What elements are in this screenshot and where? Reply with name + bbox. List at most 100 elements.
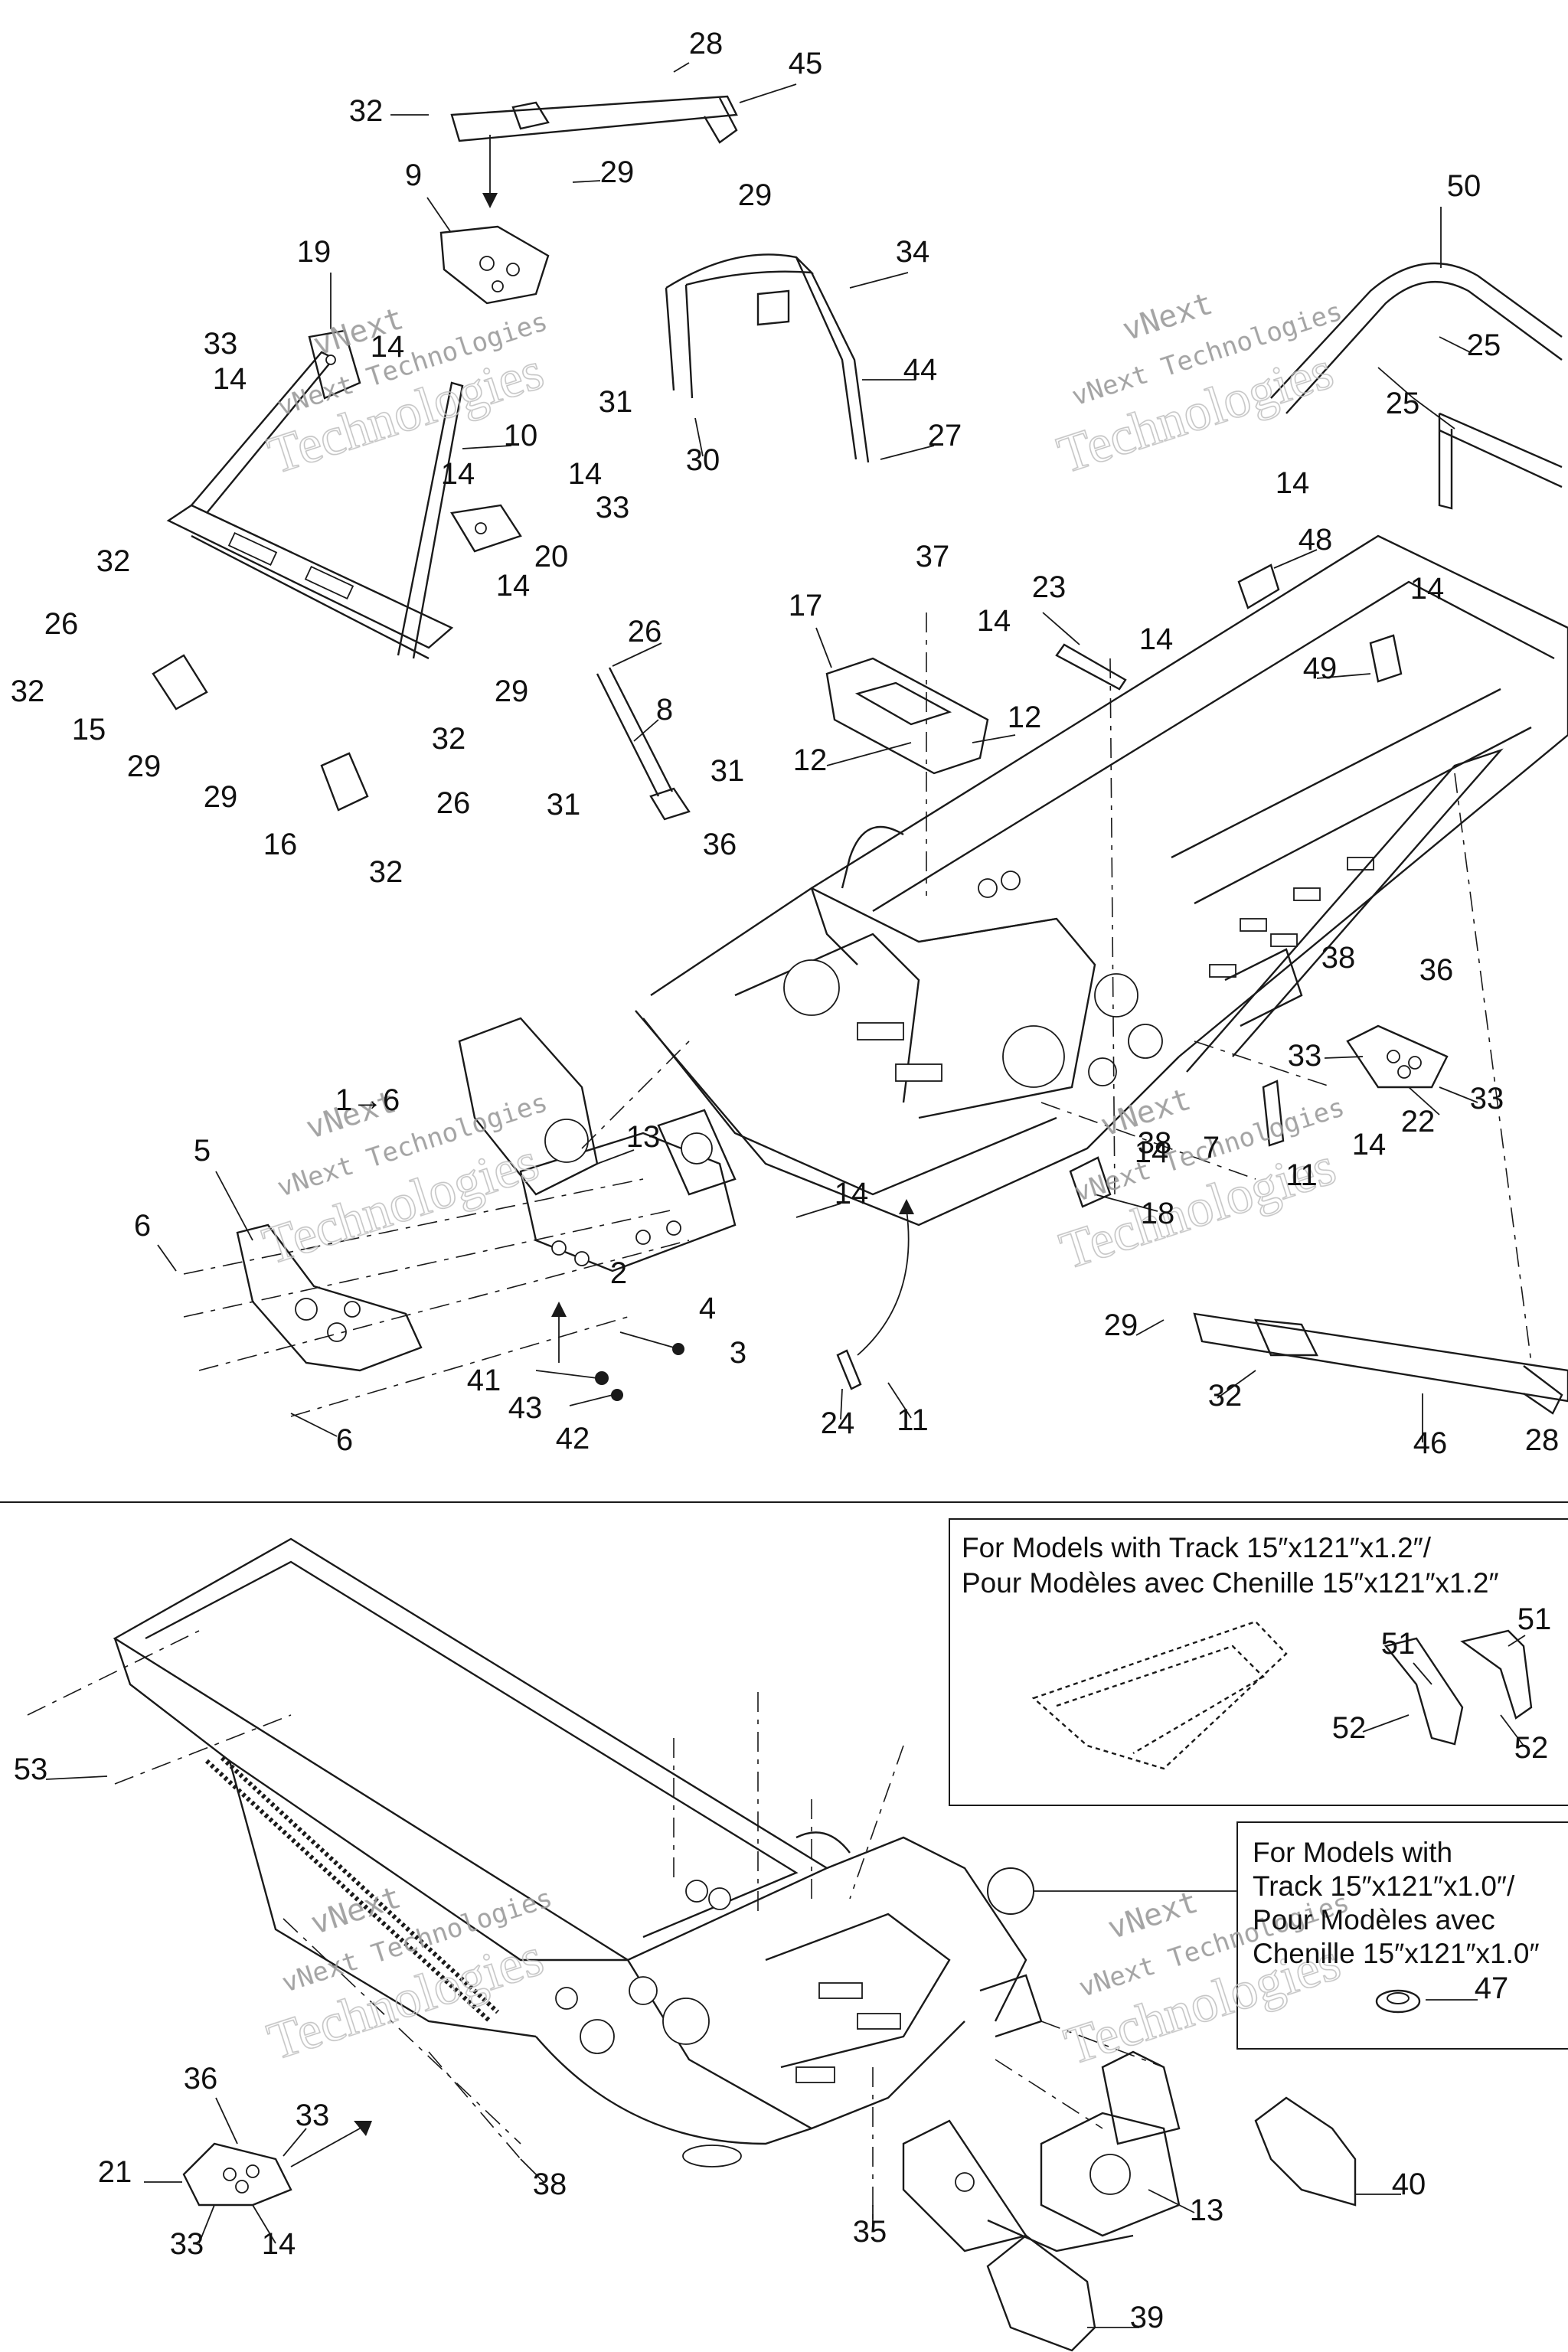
callout-label-c29a: 29 <box>600 155 635 189</box>
part-23-clip <box>1055 643 1127 691</box>
callout-label-c46: 46 <box>1413 1426 1448 1460</box>
callout-label-c31a: 31 <box>599 385 633 419</box>
watermark-brand: vNext <box>1103 1884 1202 1946</box>
upper-view <box>152 62 1568 1442</box>
callout-label-c51b: 51 <box>1381 1627 1416 1661</box>
callout-label-c32d: 32 <box>432 722 466 756</box>
track-rail-lower <box>204 1756 500 2024</box>
part-5-side-plate <box>236 1223 423 1372</box>
note-track-10-line3: Pour Modèles avec <box>1253 1904 1495 1936</box>
note-texts: For Models with Track 15″x121″x1.2″/ Pou… <box>962 1532 1540 1969</box>
callout-label-c6a: 6 <box>134 1209 151 1243</box>
callout-label-c15: 15 <box>72 713 106 746</box>
callout-label-c23: 23 <box>1032 570 1067 604</box>
callout-label-c40: 40 <box>1392 2167 1426 2201</box>
part-48-bracket <box>1237 564 1280 609</box>
callout-label-c12a: 12 <box>1008 701 1042 734</box>
callout-label-c9: 9 <box>405 158 422 192</box>
callout-label-c14g: 14 <box>1410 572 1445 606</box>
callout-label-c33d: 33 <box>1470 1082 1504 1116</box>
part-19-bracket <box>308 329 361 400</box>
callout-label-c45: 45 <box>789 47 823 80</box>
callout-label-c33e: 33 <box>296 2099 330 2132</box>
note-box-track-12 <box>949 1518 1568 1806</box>
callout-label-c4: 4 <box>699 1292 716 1325</box>
callout-label-c1to6: 1→6 <box>335 1083 400 1117</box>
callout-label-c25a: 25 <box>1467 328 1501 362</box>
lower-view <box>27 1518 1568 2352</box>
callout-label-c14a: 14 <box>371 330 405 364</box>
callout-label-c13a: 13 <box>626 1120 661 1154</box>
callout-label-c33a: 33 <box>204 327 238 361</box>
callout-label-c37: 37 <box>916 540 950 573</box>
callout-label-c14j: 14 <box>1135 1135 1169 1169</box>
callout-label-c22: 22 <box>1401 1105 1436 1138</box>
callout-label-c8: 8 <box>656 693 673 727</box>
callout-label-c14b: 14 <box>213 362 247 396</box>
callout-label-c32f: 32 <box>1208 1379 1243 1413</box>
callout-label-c21: 21 <box>98 2155 132 2189</box>
part-13-front-frame <box>458 1017 737 1272</box>
callout-label-c13b: 13 <box>1190 2194 1224 2227</box>
note-track-12-line1: For Models with Track 15″x121″x1.2″/ <box>962 1532 1432 1563</box>
callout-label-c29b: 29 <box>738 178 773 212</box>
callout-label-c24: 24 <box>821 1406 855 1440</box>
callout-label-c11a: 11 <box>1285 1158 1318 1192</box>
note-track-10-line4: Chenille 15″x121″x1.0″ <box>1253 1938 1540 1969</box>
callout-label-c32a: 32 <box>349 94 384 128</box>
callout-leaders-upper <box>157 62 1478 1442</box>
callout-label-c10: 10 <box>504 419 538 452</box>
callout-label-c31b: 31 <box>710 754 745 788</box>
callout-label-c20: 20 <box>534 540 569 573</box>
callout-label-c48: 48 <box>1298 523 1333 557</box>
callout-label-c17: 17 <box>789 589 823 622</box>
note-box-track-10 <box>1236 1821 1568 2050</box>
callout-label-c41: 41 <box>467 1364 501 1397</box>
callout-label-c25b: 25 <box>1386 387 1420 420</box>
callout-label-c26b: 26 <box>628 615 662 648</box>
callout-label-c30: 30 <box>686 443 720 477</box>
callout-label-c28a: 28 <box>689 27 724 60</box>
callout-label-c5: 5 <box>194 1134 211 1168</box>
callout-label-c14c: 14 <box>441 457 475 491</box>
callout-label-c12b: 12 <box>793 743 828 777</box>
callout-label-c31c: 31 <box>547 788 581 822</box>
part-8-rod <box>596 667 691 821</box>
main-chassis-upper <box>635 534 1568 1227</box>
part-24-clip <box>836 1199 914 1390</box>
callout-label-c36b: 36 <box>1419 953 1454 987</box>
part-21-footrest <box>144 2121 372 2207</box>
callout-label-c42: 42 <box>556 1422 590 1455</box>
part-18-bracket <box>1069 1156 1112 1208</box>
note-track-10-line2: Track 15″x121″x1.0″/ <box>1253 1870 1515 1902</box>
part-10-steering-frame <box>166 351 464 660</box>
callout-label-c39: 39 <box>1130 2301 1165 2334</box>
part-15-bracket <box>152 654 208 710</box>
part-46-lower-bar <box>1193 1312 1568 1415</box>
callout-label-c49: 49 <box>1303 652 1338 685</box>
note-track-10-line1: For Models with <box>1253 1837 1452 1868</box>
watermark-brand: vNext <box>1119 286 1217 348</box>
callout-label-c43: 43 <box>508 1391 543 1425</box>
part-40-pad <box>1254 2096 1401 2207</box>
callout-label-c51a: 51 <box>1517 1602 1552 1636</box>
callout-label-c38b: 38 <box>1138 1126 1172 1160</box>
callout-label-c47: 47 <box>1475 1971 1509 2005</box>
alignment-lines-lower <box>27 1630 1165 2220</box>
callout-label-c3: 3 <box>730 1336 746 1370</box>
callout-label-c36c: 36 <box>184 2062 218 2096</box>
part-20-bracket <box>450 504 522 553</box>
callout-label-c38a: 38 <box>1321 941 1356 975</box>
callout-label-c19: 19 <box>297 235 332 269</box>
alignment-lines-upper <box>183 612 1532 1417</box>
callout-label-c26c: 26 <box>436 786 471 820</box>
callout-label-c36a: 36 <box>703 828 737 861</box>
callout-label-c32e: 32 <box>369 855 403 889</box>
callout-label-c52b: 52 <box>1514 1731 1549 1765</box>
callout-label-c33b: 33 <box>596 491 630 524</box>
part-9-bracket <box>439 225 550 305</box>
part-45-upper-bar <box>450 95 738 208</box>
callout-label-c28b: 28 <box>1525 1423 1560 1457</box>
